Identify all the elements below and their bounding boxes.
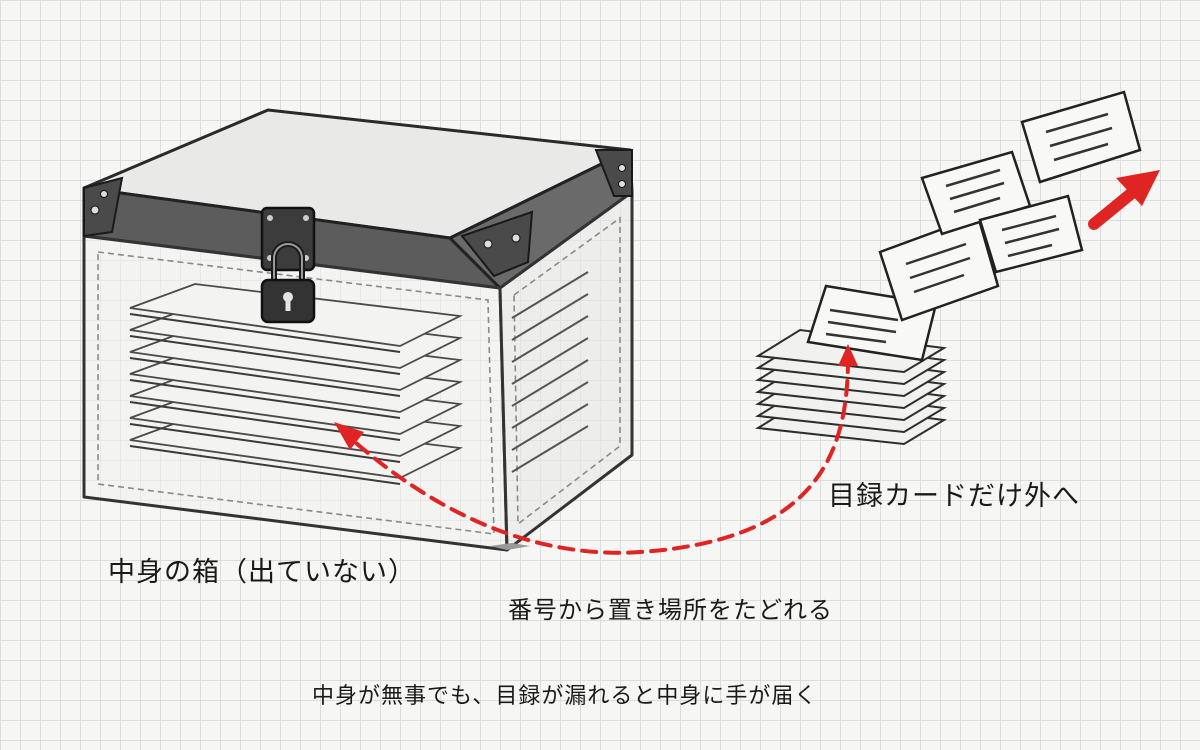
paper-stack-side xyxy=(511,271,589,473)
flying-card-4 xyxy=(1020,90,1142,184)
box-front-stitch xyxy=(97,251,495,535)
trace-arrow-head-box xyxy=(334,422,364,450)
corner-bracket-left xyxy=(83,176,124,238)
flying-card-3 xyxy=(978,194,1084,274)
label-catalog-out: 目録カードだけ外へ xyxy=(828,481,1080,512)
box-shadow xyxy=(490,543,530,550)
padlock-icon xyxy=(260,241,316,324)
label-trace: 番号から置き場所をたどれる xyxy=(508,596,833,624)
arrow-up-right-icon xyxy=(1088,170,1160,230)
trace-arrow xyxy=(346,356,850,555)
caption: 中身が無事でも、目録が漏れると中身に手が届く xyxy=(312,684,818,709)
label-content-box: 中身の箱（出ていない） xyxy=(108,557,416,588)
flying-card-1 xyxy=(878,214,1000,322)
corner-bracket-back xyxy=(594,149,633,197)
corner-bracket-right xyxy=(460,210,534,278)
trace-arrow-head-card xyxy=(838,344,858,366)
content-box xyxy=(82,108,634,552)
